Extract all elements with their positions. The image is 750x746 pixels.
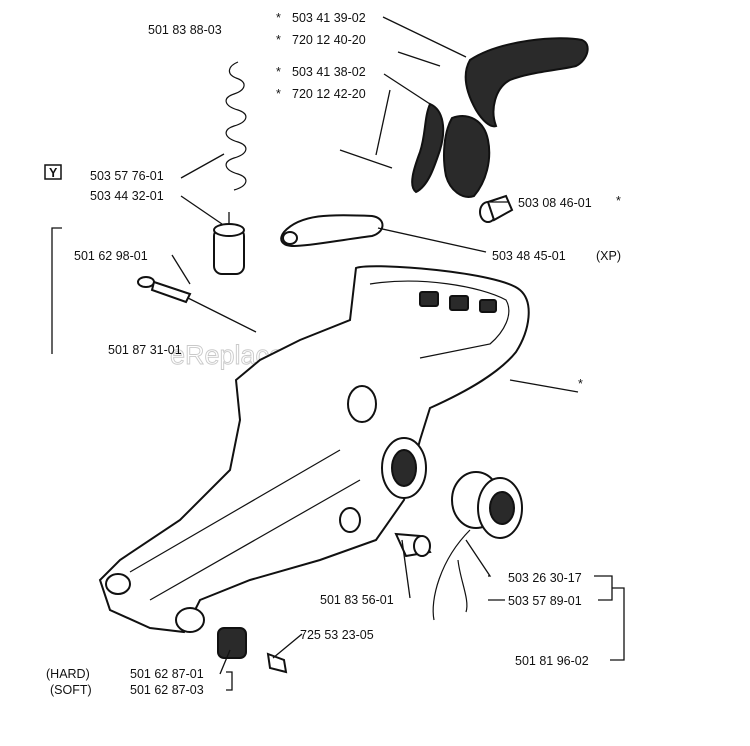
label-buffer-hard: 501 62 87-01 (130, 667, 204, 681)
star-6: * (578, 377, 583, 391)
label-pin-throttle: 720 12 40-20 (292, 33, 366, 47)
star-3: * (276, 65, 281, 79)
label-gasket: 503 57 89-01 (508, 594, 582, 608)
label-soft: (SOFT) (50, 683, 92, 697)
label-filter: 503 44 32-01 (90, 189, 164, 203)
label-lockout: 503 41 38-02 (292, 65, 366, 79)
throttle-trigger-drawing (397, 37, 589, 128)
label-tool: 503 57 76-01 (90, 169, 164, 183)
fuel-cap-drawing (432, 471, 523, 621)
label-screw: 725 53 23-05 (300, 628, 374, 642)
label-needle: 501 62 98-01 (74, 249, 148, 263)
plug-drawing (394, 532, 432, 558)
label-spring: 501 83 88-03 (148, 23, 222, 37)
crankcase-housing-drawing (98, 265, 530, 634)
label-handle-throttle: 503 41 39-02 (292, 11, 366, 25)
label-rod: 503 48 45-01 (492, 249, 566, 263)
label-plug: 501 83 56-01 (320, 593, 394, 607)
label-hose: 501 87 31-01 (108, 343, 182, 357)
buffer-drawing (217, 627, 288, 674)
label-xp: (XP) (596, 249, 621, 263)
star-1: * (276, 11, 281, 25)
leader-lines (51, 16, 625, 691)
label-cap: 503 26 30-17 (508, 571, 582, 585)
fuel-filter-drawing (213, 212, 245, 275)
label-buffer-soft: 501 62 87-03 (130, 683, 204, 697)
bushing-drawing (479, 194, 514, 223)
spring-drawing (225, 61, 247, 191)
tools-symbol: Y (44, 164, 62, 180)
star-4: * (276, 87, 281, 101)
label-kit: 501 81 96-02 (515, 654, 589, 668)
tools-symbol-letter: Y (49, 166, 58, 180)
label-bushing: 503 08 46-01 (518, 196, 592, 210)
rod-drawing (280, 214, 384, 248)
label-pin-lockout: 720 12 42-20 (292, 87, 366, 101)
star-2: * (276, 33, 281, 47)
label-hard: (HARD) (46, 667, 90, 681)
needle-drawing (137, 276, 257, 333)
lockout-trigger-drawing (339, 102, 491, 198)
star-5: * (616, 194, 621, 208)
